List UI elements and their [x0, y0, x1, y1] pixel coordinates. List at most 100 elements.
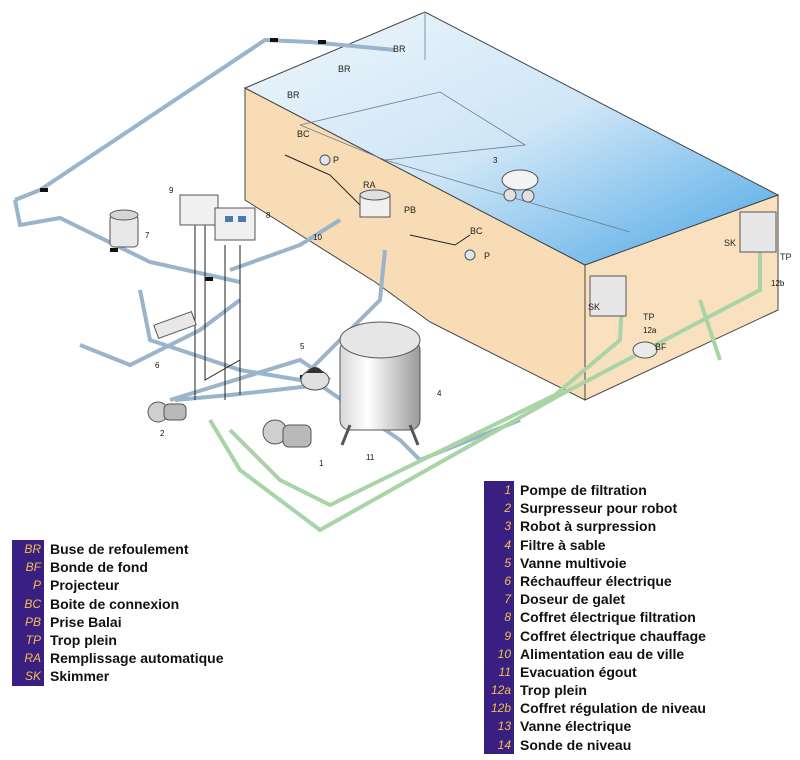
legend-component-row: 9 Coffret électrique chauffage: [484, 626, 706, 645]
legend-component-code: 2: [484, 499, 514, 518]
label-num-6: 6: [155, 361, 160, 370]
legend-abbrev-code: SK: [12, 667, 44, 686]
galet-doser: [109, 209, 139, 248]
label-num-10: 10: [313, 233, 322, 242]
legend-abbrev-code: TP: [12, 630, 44, 650]
legend-component-text: Coffret électrique chauffage: [520, 627, 706, 644]
legend-abbrev-text: Bonde de fond: [50, 559, 148, 576]
legend-component-code: 1: [484, 481, 514, 500]
multiport-valve: [300, 367, 330, 391]
pool-cleaner-robot: [501, 169, 539, 203]
legend-abbrev-text: Projecteur: [50, 577, 120, 594]
legend-component-text: Pompe de filtration: [520, 482, 647, 498]
skimmer-right: [739, 211, 777, 253]
label-p-2: P: [484, 251, 490, 261]
legend-abbrev-row: SK Skimmer: [12, 667, 224, 686]
legend-abbrev-text: Trop plein: [50, 631, 117, 648]
legend-abbrev-row: RA Remplissage automatique: [12, 649, 224, 668]
heating-control-box: [179, 194, 219, 226]
legend-component-row: 4 Filtre à sable: [484, 535, 706, 554]
label-p-1: P: [333, 155, 339, 165]
legend-component-text: Evacuation égout: [520, 663, 637, 680]
legend-component-code: 8: [484, 608, 514, 627]
label-sk-1: SK: [588, 302, 600, 312]
label-sk-2: SK: [724, 238, 736, 248]
legend-component-code: 5: [484, 553, 514, 572]
legend-abbrev-row: BC Boite de connexion: [12, 594, 224, 613]
filtration-pump: [262, 419, 312, 448]
legend-component-code: 11: [484, 662, 514, 682]
label-pb: PB: [404, 205, 416, 215]
label-num-12b: 12b: [771, 279, 785, 288]
legend-abbrev-code: P: [12, 576, 44, 595]
pool-basin: [243, 11, 780, 401]
legend-abbrev-code: BC: [12, 594, 44, 613]
legend-component-code: 13: [484, 717, 514, 736]
label-num-12a: 12a: [643, 326, 657, 335]
label-num-9: 9: [169, 186, 174, 195]
legend-component-row: 7 Doseur de galet: [484, 590, 706, 609]
legend-component-code: 10: [484, 644, 514, 663]
label-num-4: 4: [437, 389, 442, 398]
label-ra: RA: [363, 180, 376, 190]
electrical-wires: [194, 154, 471, 400]
legend-component-row: 11 Evacuation égout: [484, 662, 706, 682]
legend-component-row: 5 Vanne multivoie: [484, 553, 706, 572]
legend-component-code: 12b: [484, 699, 514, 718]
legend-component-text: Doseur de galet: [520, 591, 626, 608]
label-br-3: BR: [393, 44, 406, 54]
legend-component-text: Robot à surpression: [520, 518, 657, 535]
legend-abbrev-code: BF: [12, 558, 44, 577]
auto-fill-unit: [359, 189, 391, 218]
legend-abbrev-row: P Projecteur: [12, 576, 224, 595]
spotlights: [319, 154, 476, 261]
label-num-7: 7: [145, 231, 150, 240]
legend-component-code: 14: [484, 735, 514, 754]
legend-component-code: 12a: [484, 681, 514, 700]
legend-component-code: 9: [484, 626, 514, 645]
legend-component-text: Surpresseur pour robot: [520, 500, 678, 517]
pool-floor-lines: [299, 91, 527, 161]
legend-component-row: 2 Surpresseur pour robot: [484, 499, 706, 518]
skimmer-front: [589, 275, 627, 317]
robot-booster-pump: [147, 401, 187, 423]
label-tp-2: TP: [780, 252, 792, 262]
label-num-1: 1: [319, 459, 324, 468]
legend-component-code: 7: [484, 590, 514, 609]
legend-abbrev-text: Buse de refoulement: [50, 541, 189, 557]
legend-abbrev-code: BR: [12, 540, 44, 559]
legend-abbrev-code: RA: [12, 649, 44, 668]
legend-component-text: Réchauffeur électrique: [520, 572, 672, 589]
suction-pipes: [208, 245, 762, 533]
legend-component-row: 6 Réchauffeur électrique: [484, 571, 706, 591]
legend-abbrev-text: Boite de connexion: [50, 595, 180, 612]
legend-component-text: Coffret régulation de niveau: [520, 700, 706, 717]
label-num-8: 8: [266, 211, 271, 220]
legend-component-code: 4: [484, 535, 514, 554]
legend-component-text: Filtre à sable: [520, 536, 606, 553]
legend-component-text: Trop plein: [520, 682, 587, 699]
legend-abbrev-text: Prise Balai: [50, 613, 122, 630]
diagram-labels: BR BR BR BC P RA PB BC P SK SK TP TP BF …: [145, 44, 792, 468]
legend-component-code: 6: [484, 571, 514, 591]
label-bc-1: BC: [297, 129, 310, 139]
label-bf: BF: [655, 342, 667, 352]
legend-abbrev-row: BF Bonde de fond: [12, 558, 224, 577]
label-br-1: BR: [287, 90, 300, 100]
sand-filter: [339, 321, 421, 446]
label-num-11: 11: [366, 453, 375, 462]
legend-abbrev-text: Skimmer: [50, 668, 110, 685]
legend-component-text: Vanne multivoie: [520, 554, 627, 571]
legend-abbrev-row: TP Trop plein: [12, 630, 224, 650]
bottom-drain: [632, 341, 658, 359]
label-num-5: 5: [300, 342, 305, 351]
label-num-2: 2: [160, 429, 165, 438]
label-br-2: BR: [338, 64, 351, 74]
legend-abbrev-text: Remplissage automatique: [50, 650, 224, 667]
